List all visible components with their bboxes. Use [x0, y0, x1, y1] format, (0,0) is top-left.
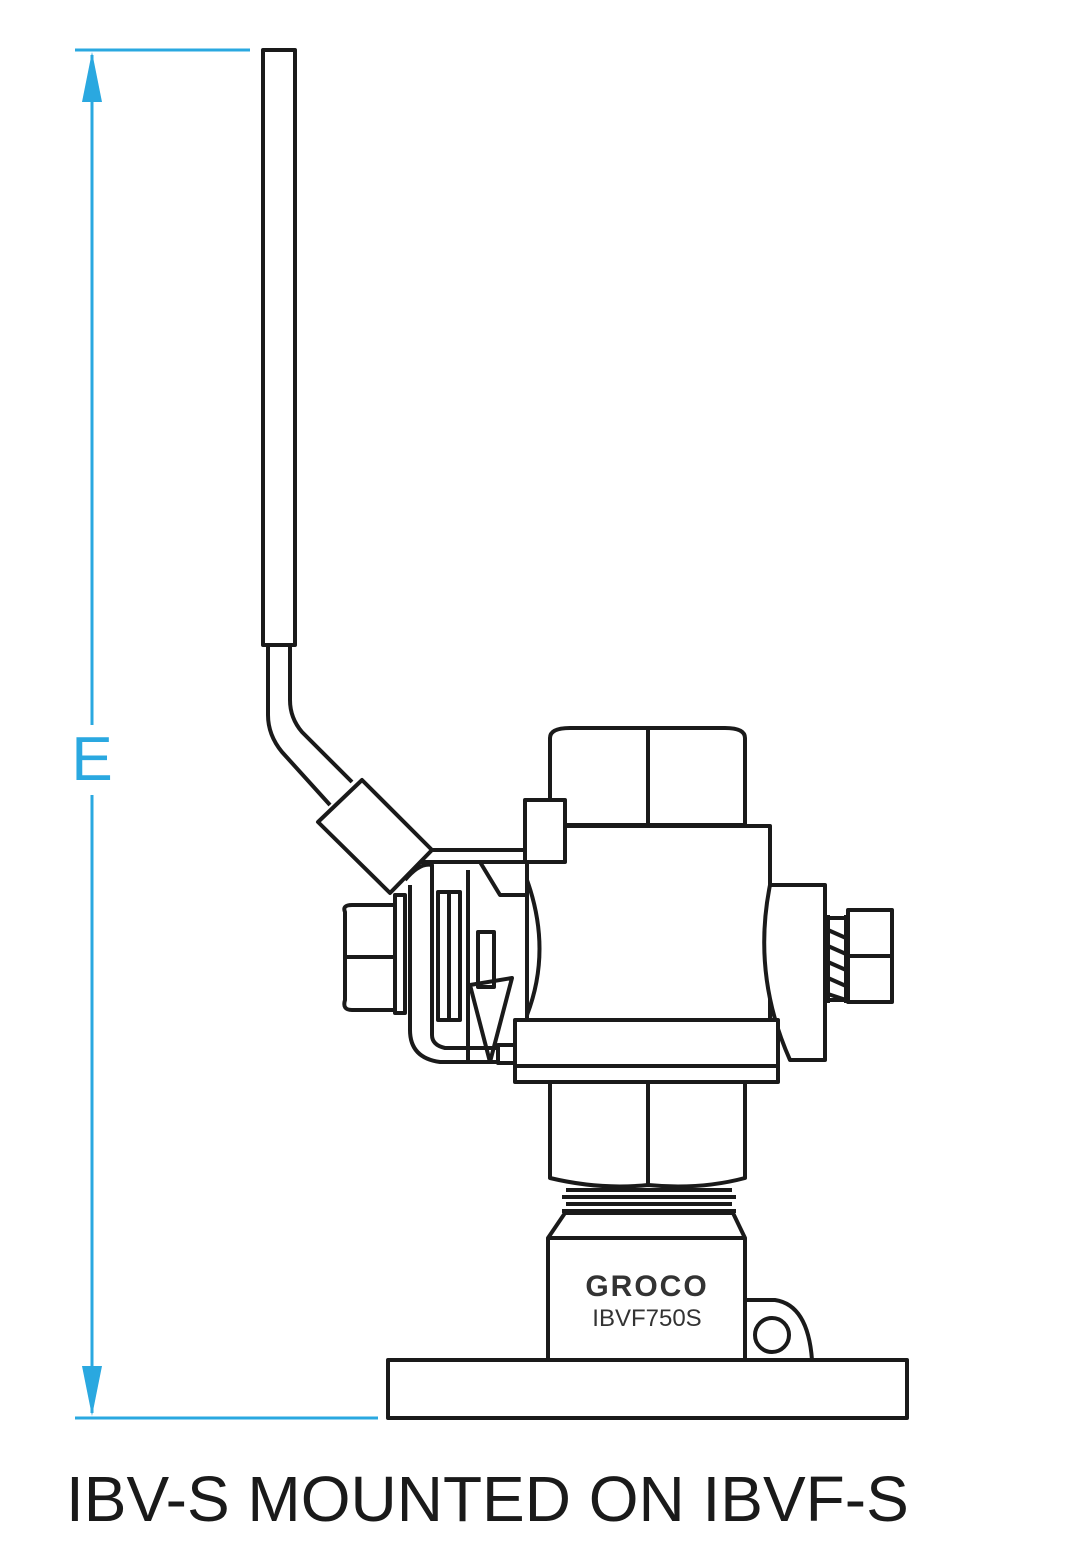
- valve-body: [525, 824, 772, 1022]
- valve-flange: [513, 1018, 780, 1084]
- brand-marking: GROCO: [585, 1270, 708, 1303]
- threads: [562, 1188, 736, 1213]
- handle-rod-left: [266, 645, 332, 807]
- base-plate: [386, 1358, 909, 1420]
- handle-grip: [261, 48, 297, 647]
- stop-block: [523, 798, 567, 864]
- handle: [261, 48, 434, 895]
- figure-caption: IBV-S MOUNTED ON IBVF-S: [66, 1463, 909, 1535]
- mounting-hole: [753, 1316, 791, 1354]
- handle-collar: [316, 778, 434, 895]
- dimension-label: E: [71, 725, 112, 794]
- handle-rod-right: [288, 645, 354, 784]
- dimension-e: E: [71, 48, 378, 1420]
- arrow-up-icon: [82, 52, 102, 102]
- model-marking: IBVF750S: [592, 1305, 701, 1332]
- lock-mechanism: [342, 860, 527, 1065]
- right-boss: [762, 883, 827, 1062]
- arrow-down-icon: [82, 1366, 102, 1416]
